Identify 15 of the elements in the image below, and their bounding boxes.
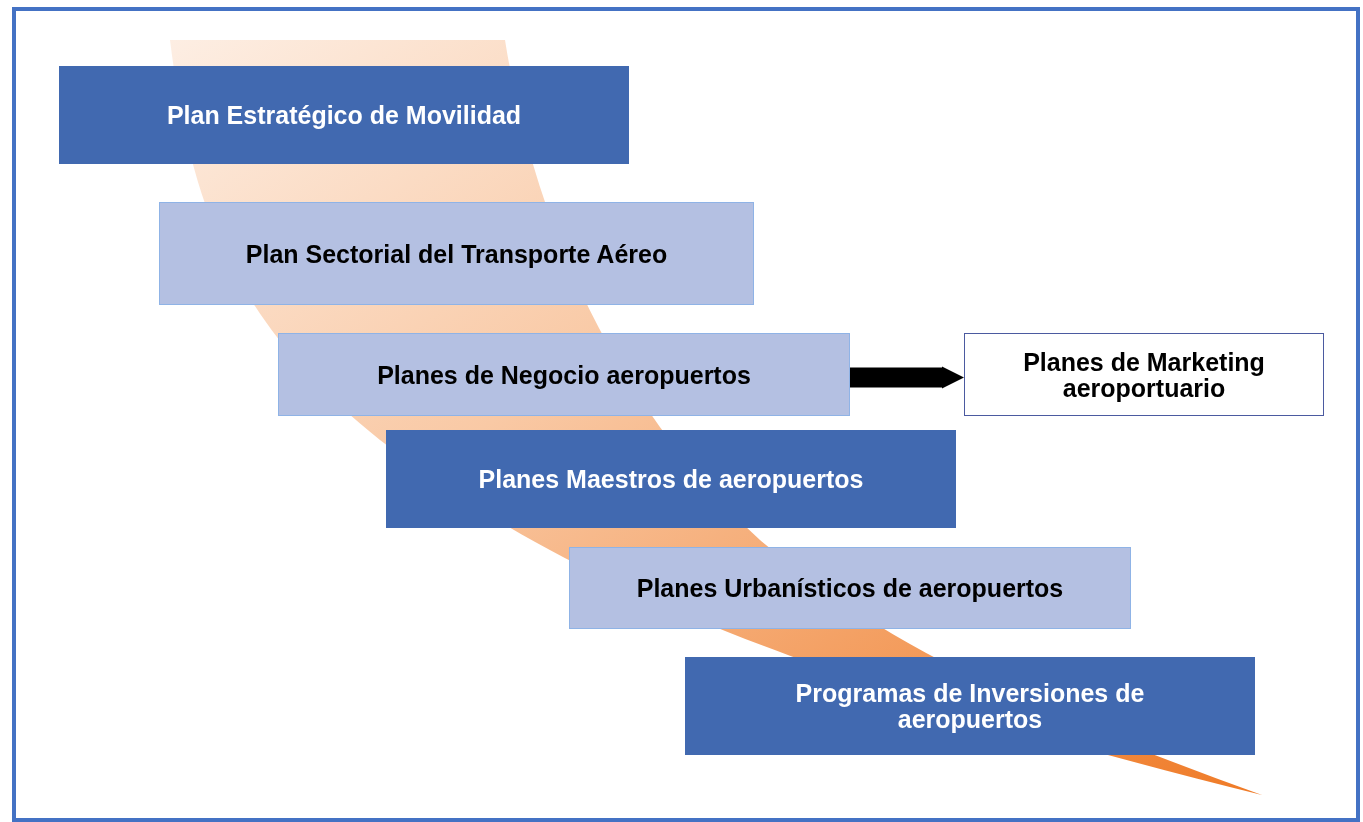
plan-box <box>159 202 754 305</box>
plan-title: Programas de Inversiones de aeropuertos <box>794 680 1146 732</box>
plan-box <box>386 430 956 528</box>
block-arrow <box>850 366 964 389</box>
plan-title: Planes de Negocio aeropuertos <box>377 361 751 388</box>
plan-box <box>569 547 1131 629</box>
plan-box <box>685 657 1255 755</box>
plan-title: Plan Sectorial del Transporte Aéreo <box>245 240 668 267</box>
plan-title: Planes de Marketing aeroportuario <box>1022 348 1266 401</box>
plan-title: Planes Maestros de aeropuertos <box>478 466 864 492</box>
plan-box <box>278 333 850 416</box>
plan-box <box>964 333 1324 416</box>
plan-title: Plan Estratégico de Movilidad <box>166 102 522 128</box>
plan-box <box>59 66 629 164</box>
plan-title: Planes Urbanísticos de aeropuertos <box>636 575 1064 601</box>
